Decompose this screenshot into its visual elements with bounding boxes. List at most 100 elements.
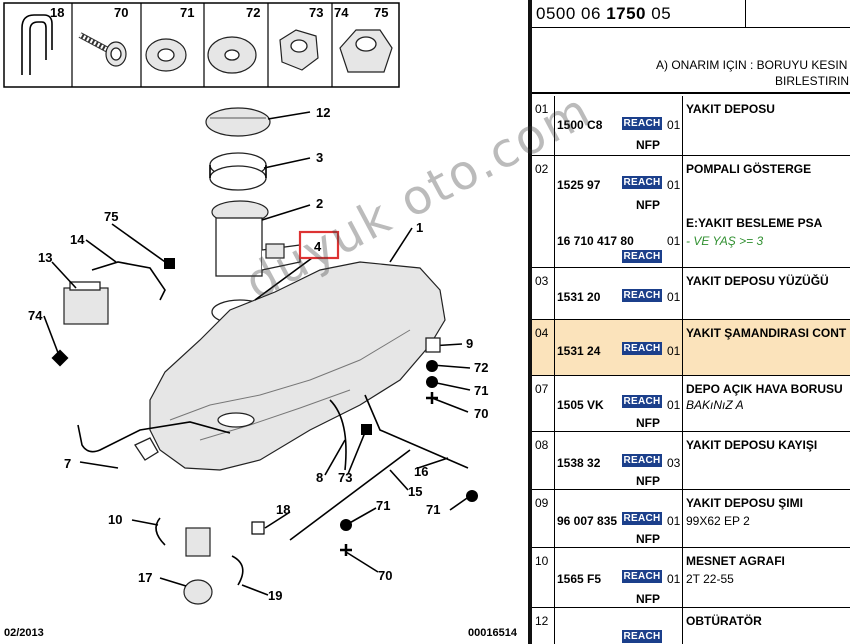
parts-row-07[interactable]: 07 1505 VK REACH 01 NFP DEPO AÇIK HAVA B…: [532, 376, 850, 432]
ref-18-top: 18: [50, 5, 64, 20]
parts-row-02[interactable]: 02 1525 97 REACH 01 NFP POMPALI GÖSTERGE…: [532, 156, 850, 268]
support-strap: [364, 394, 469, 469]
callout-71: 71: [474, 383, 488, 398]
quantity: 01: [667, 290, 681, 304]
reach-badge: REACH: [622, 117, 662, 130]
ref-70-top: 70: [114, 5, 128, 20]
part-name: DEPO AÇIK HAVA BORUSU: [686, 382, 843, 396]
top-parts-strip: [3, 2, 400, 88]
note-line-1: A) ONARIM IÇIN : BORUYU KESIN: [656, 58, 848, 72]
tank-cap-seal: [205, 107, 271, 137]
row-index: 07: [535, 382, 549, 396]
vent-pipe-connector: [134, 437, 159, 461]
parts-row-09[interactable]: 09 96 007 835 REACH 01 NFP YAKIT DEPOSU …: [532, 490, 850, 548]
support-bar: [289, 449, 411, 541]
parts-row-08[interactable]: 08 1538 32 REACH 03 NFP YAKIT DEPOSU KAY…: [532, 432, 850, 490]
part-name: YAKIT ŞAMANDIRASI CONT: [686, 326, 847, 340]
part-description: 99X62 EP 2: [686, 514, 750, 528]
parts-row-01[interactable]: 01 1500 C8 REACH 01 NFP YAKIT DEPOSU: [532, 96, 850, 156]
dot-marker: [426, 376, 438, 388]
square-marker: [164, 258, 175, 269]
part-variant-name: E:YAKIT BESLEME PSA: [686, 216, 823, 230]
reach-badge: REACH: [622, 289, 662, 302]
variant-condition: - VE YAŞ >= 3: [686, 234, 764, 248]
note-line-2: BIRLESTIRIN: [775, 74, 850, 88]
quantity-variant: 01: [667, 234, 681, 248]
diagram-drawing: 18 70 71 72 73 74 75: [3, 2, 518, 639]
ref-74-top: 74: [334, 5, 349, 20]
highlight-box: [298, 230, 340, 260]
reach-badge: REACH: [622, 342, 662, 355]
part-description: BAKıNıZ A: [686, 398, 744, 412]
reach-badge: REACH: [622, 395, 662, 408]
ref-prefix: 0500 06: [536, 4, 607, 23]
callout-numbers: 12 3 2 4 1 75 14 13 74 9 72 71 70 7 8 73…: [28, 105, 488, 603]
callout-70: 70: [474, 406, 488, 421]
part-number: 96 007 835: [557, 514, 618, 528]
ref-71-top: 71: [180, 5, 194, 20]
nfp-label: NFP: [636, 138, 660, 152]
nfp-label: NFP: [636, 474, 660, 488]
row-index: 09: [535, 496, 549, 510]
quantity: 01: [667, 118, 681, 132]
parts-row-10[interactable]: 10 1565 F5 REACH 01 NFP MESNET AGRAFI 2T…: [532, 548, 850, 608]
drain-connector: [155, 517, 244, 605]
callout-72: 72: [474, 360, 488, 375]
large-washer-icon: [207, 36, 257, 74]
ref-72-top: 72: [246, 5, 260, 20]
callout-73: 73: [338, 470, 352, 485]
reach-badge: REACH: [622, 512, 662, 525]
reach-badge: REACH: [622, 570, 662, 583]
callout-7: 7: [64, 456, 71, 471]
plus-marker: [340, 544, 352, 556]
dot-marker: [426, 360, 438, 372]
reach-badge: REACH: [622, 250, 662, 263]
callout-18: 18: [276, 502, 290, 517]
dot-marker: [466, 490, 478, 502]
flange-nut-icon: [339, 29, 393, 73]
row-index: 04: [535, 326, 549, 340]
part-number: 1531 24: [557, 344, 601, 358]
exploded-diagram: 18 70 71 72 73 74 75: [3, 2, 518, 639]
part-name: YAKIT DEPOSU ŞIMI: [686, 496, 803, 510]
ref-75-top: 75: [374, 5, 388, 20]
row-index: 03: [535, 274, 549, 288]
part-name: OBTÜRATÖR: [686, 614, 762, 628]
row-index: 12: [535, 614, 549, 628]
quantity: 01: [667, 178, 681, 192]
quantity: 01: [667, 572, 681, 586]
nut-icon: [279, 29, 319, 71]
dot-marker: [340, 519, 352, 531]
callout-10: 10: [108, 512, 122, 527]
lock-ring: [209, 152, 267, 191]
part-number: 1500 C8: [557, 118, 603, 132]
reach-badge: REACH: [622, 176, 662, 189]
bracket: [91, 261, 166, 301]
part-name: YAKIT DEPOSU: [686, 102, 775, 116]
callout-17: 17: [138, 570, 152, 585]
quantity: 01: [667, 344, 681, 358]
ref-suffix: 05: [646, 4, 672, 23]
reach-badge: REACH: [622, 630, 662, 643]
ref-bold: 1750: [606, 4, 647, 23]
bolt-icon: [78, 32, 127, 67]
callout-71c: 71: [426, 502, 440, 517]
square-outline-marker: [251, 521, 265, 535]
callout-9: 9: [466, 336, 473, 351]
callout-14: 14: [70, 232, 85, 247]
parts-row-04[interactable]: 04 1531 24 REACH 01 YAKIT ŞAMANDIRASI CO…: [532, 320, 850, 376]
square-outline-marker: [425, 337, 441, 353]
callout-75: 75: [104, 209, 118, 224]
tank-strap: [329, 399, 347, 471]
callout-4: 4: [314, 239, 322, 254]
parts-row-12[interactable]: 12 REACH OBTÜRATÖR: [532, 608, 850, 644]
plus-marker: [426, 392, 438, 404]
row-index: 08: [535, 438, 549, 452]
parts-row-03[interactable]: 03 1531 20 REACH 01 YAKIT DEPOSU YÜZÜĞÜ: [532, 268, 850, 320]
callout-16: 16: [414, 464, 428, 479]
part-number: 1531 20: [557, 290, 601, 304]
callout-15: 15: [408, 484, 422, 499]
row-index: 10: [535, 554, 549, 568]
callout-2: 2: [316, 196, 323, 211]
callout-70b: 70: [378, 568, 392, 583]
